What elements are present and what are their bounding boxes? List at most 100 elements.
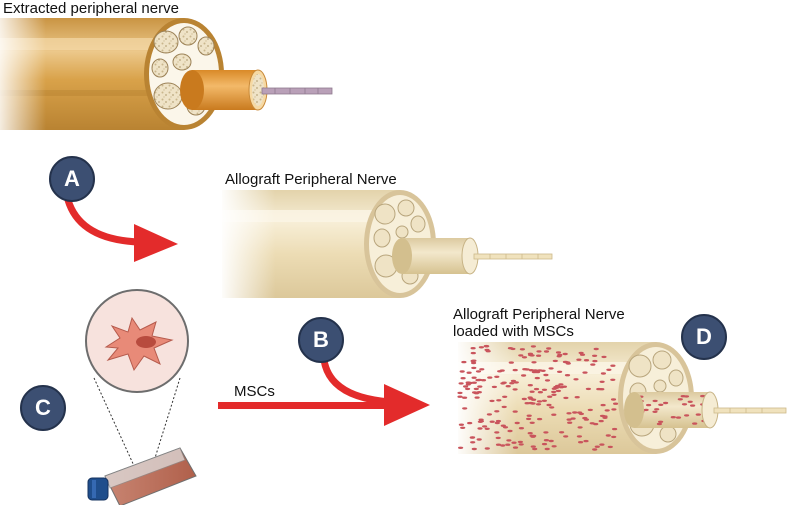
msc-cell-mark: [465, 381, 471, 384]
msc-cell-mark: [536, 400, 543, 403]
msc-cell-mark: [558, 386, 565, 389]
msc-cell-mark: [578, 351, 584, 355]
msc-cell-mark: [610, 364, 616, 367]
msc-cell-mark: [458, 446, 464, 449]
msc-cell-mark: [467, 421, 473, 425]
msc-cell-mark: [600, 403, 606, 407]
msc-cell-mark: [528, 369, 534, 372]
msc-cell-mark: [556, 355, 562, 358]
msc-cell-mark: [472, 391, 478, 394]
msc-cell-mark: [527, 384, 533, 387]
msc-cell-mark: [518, 354, 524, 357]
msc-cell-mark: [541, 442, 548, 446]
msc-cell-mark: [508, 361, 514, 364]
msc-cell-mark: [652, 399, 658, 403]
msc-cell-mark: [612, 427, 618, 431]
msc-cell-mark: [517, 440, 524, 444]
msc-cell-mark: [524, 402, 530, 405]
msc-cell-mark: [510, 379, 516, 383]
msc-cell-mark: [531, 434, 537, 438]
msc-cell-mark: [577, 426, 583, 429]
msc-cell-mark: [562, 352, 568, 356]
msc-cell-mark: [605, 434, 611, 437]
msc-cell-mark: [506, 439, 512, 442]
msc-cell-mark: [681, 403, 688, 406]
msc-cell-mark: [495, 436, 501, 440]
msc-cell-mark: [599, 443, 605, 446]
arrow-c: [218, 384, 430, 426]
msc-cell-mark: [533, 387, 540, 391]
msc-cell-mark: [573, 378, 579, 381]
msc-cell-mark: [505, 443, 511, 446]
msc-cell-mark: [546, 403, 552, 407]
msc-cell-mark: [548, 367, 554, 370]
msc-cell-mark: [543, 373, 549, 377]
msc-cell-mark: [599, 414, 606, 418]
msc-cell-mark: [526, 417, 532, 421]
msc-cell-mark: [551, 445, 557, 448]
msc-cell-mark: [519, 348, 526, 351]
msc-cell-mark: [527, 396, 533, 399]
msc-cell-mark: [585, 387, 592, 391]
loaded-nerve-label-line2: loaded with MSCs: [453, 323, 574, 340]
msc-cell-mark: [462, 396, 468, 399]
msc-cell-mark: [470, 347, 476, 350]
msc-cell-mark: [695, 413, 701, 416]
msc-cell-mark: [457, 391, 463, 395]
msc-cell-mark: [582, 371, 588, 374]
msc-cell-mark: [514, 421, 520, 425]
msc-cell-mark: [500, 424, 506, 427]
msc-cell-mark: [537, 417, 543, 421]
msc-cell-mark: [596, 387, 602, 391]
msc-cell-mark: [555, 351, 562, 354]
extracted-nerve-label: Extracted peripheral nerve: [3, 0, 179, 17]
mscs-arrow-label: MSCs: [234, 383, 275, 400]
arrow-a: [64, 196, 178, 262]
msc-cell-mark: [602, 416, 608, 419]
msc-cell-mark: [611, 435, 617, 439]
msc-cell-mark: [601, 355, 607, 359]
loaded-nerve-label-line1: Allograft Peripheral Nerve: [453, 306, 625, 323]
msc-cell-mark: [578, 441, 584, 444]
msc-cell-mark: [610, 378, 616, 381]
msc-cell-mark: [505, 385, 511, 388]
loaded-nerve-illustration: [457, 342, 787, 454]
msc-cell-mark: [475, 378, 481, 382]
msc-cell-mark: [574, 396, 580, 399]
msc-cell-mark: [489, 420, 495, 423]
msc-cells-outer: [457, 344, 619, 451]
msc-cell-mark: [484, 348, 490, 352]
msc-cell-mark: [592, 448, 598, 451]
allograft-nerve-illustration: [222, 190, 553, 298]
msc-cell-mark: [471, 361, 477, 365]
msc-cell-mark: [600, 372, 607, 375]
msc-cell-mark: [592, 359, 598, 363]
msc-cell-mark: [460, 426, 466, 429]
msc-cell-mark: [457, 395, 463, 398]
msc-cell-mark: [593, 347, 599, 351]
msc-cell-mark: [599, 380, 605, 383]
msc-cell-mark: [576, 435, 583, 438]
msc-cell-mark: [552, 359, 558, 363]
msc-cell-mark: [510, 347, 516, 351]
msc-cell-mark: [501, 381, 507, 384]
msc-cell-mark: [500, 444, 506, 447]
msc-cell-mark: [684, 414, 690, 417]
msc-cell-mark: [486, 413, 492, 416]
msc-cell-mark: [511, 441, 517, 444]
msc-cell-mark: [477, 427, 483, 430]
msc-cell-mark: [535, 403, 542, 406]
msc-cell-mark: [543, 439, 550, 442]
msc-cell-mark: [687, 400, 693, 403]
msc-cell-mark: [646, 403, 652, 407]
msc-cell-mark: [563, 435, 569, 438]
msc-cell-mark: [558, 383, 564, 386]
msc-cell-mark: [587, 408, 593, 412]
msc-cell-mark: [692, 422, 698, 425]
msc-cell-mark: [663, 401, 669, 405]
msc-cell-mark: [521, 356, 528, 359]
msc-cell-mark: [576, 358, 582, 361]
msc-cell-mark: [604, 409, 610, 412]
msc-cell-mark: [518, 443, 524, 446]
